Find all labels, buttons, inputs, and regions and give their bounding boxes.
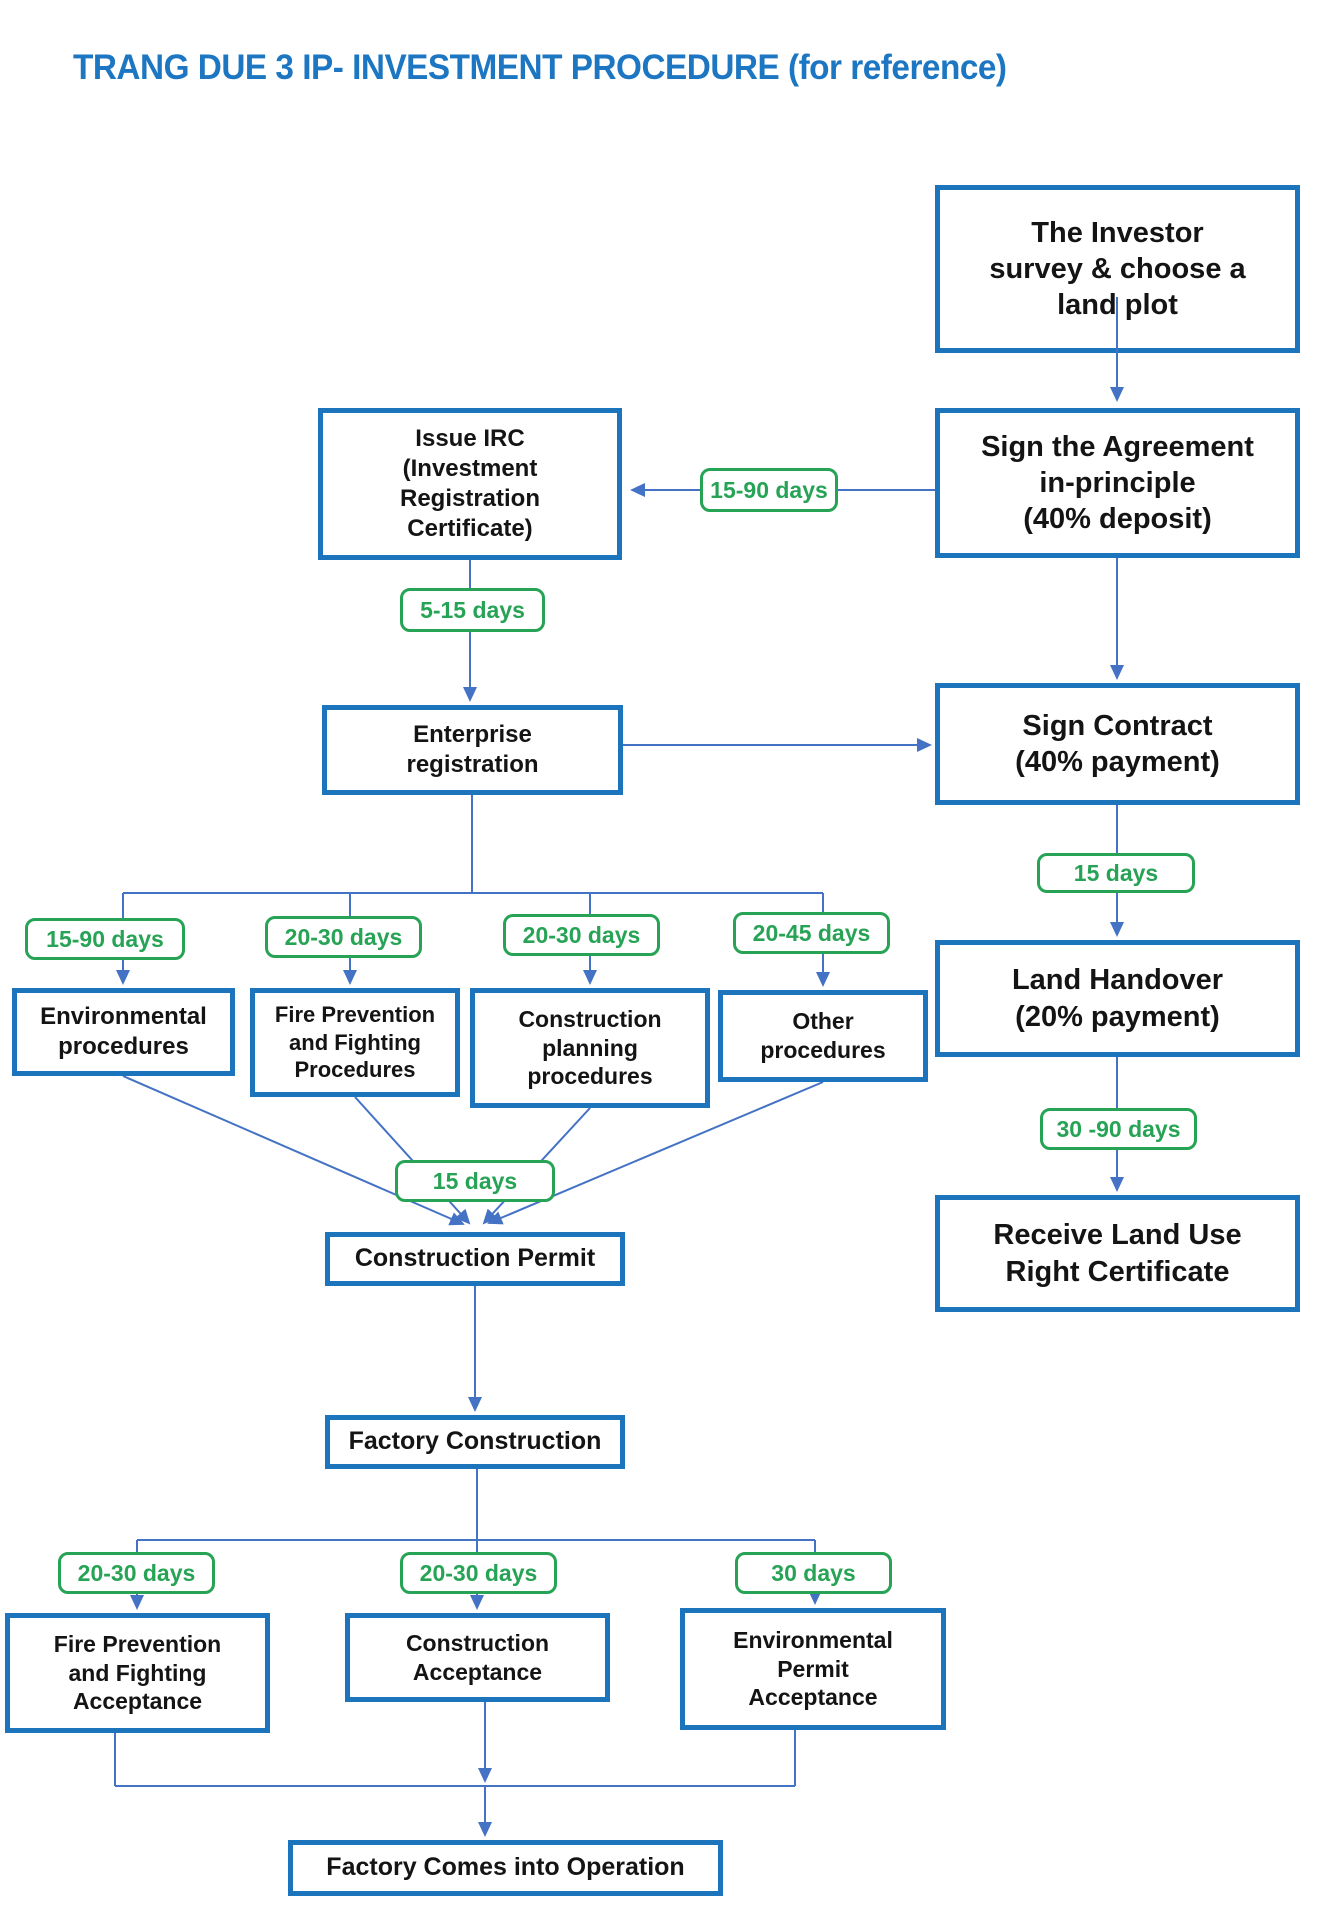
node-fire-prevention-procedures: Fire Prevention and Fighting Procedures [250,988,460,1097]
node-construction-planning-procedures: Construction planning procedures [470,988,710,1108]
duration-enterprise-registration: 5-15 days [400,588,545,632]
duration-handover-to-certificate: 30 -90 days [1040,1108,1197,1150]
node-sign-agreement: Sign the Agreement in-principle (40% dep… [935,408,1300,558]
node-land-handover: Land Handover (20% payment) [935,940,1300,1057]
duration-environmental-acceptance: 30 days [735,1552,892,1594]
duration-construction-permit: 15 days [395,1160,555,1202]
duration-irc-processing: 15-90 days [700,468,838,512]
duration-contract-to-handover: 15 days [1037,853,1195,893]
node-receive-certificate: Receive Land Use Right Certificate [935,1195,1300,1312]
node-investor-survey: The Investor survey & choose a land plot [935,185,1300,353]
duration-environmental: 15-90 days [25,918,185,960]
node-sign-contract: Sign Contract (40% payment) [935,683,1300,805]
node-factory-operation: Factory Comes into Operation [288,1840,723,1896]
duration-fire-acceptance: 20-30 days [58,1552,215,1594]
duration-construction-acceptance: 20-30 days [400,1552,557,1594]
duration-construction-planning: 20-30 days [503,914,660,956]
page-title: TRANG DUE 3 IP- INVESTMENT PROCEDURE (fo… [73,48,1007,88]
node-environmental-procedures: Environmental procedures [12,988,235,1076]
node-fire-fighting-acceptance: Fire Prevention and Fighting Acceptance [5,1613,270,1733]
duration-other: 20-45 days [733,912,890,954]
duration-fire-prevention: 20-30 days [265,916,422,958]
node-issue-irc: Issue IRC (Investment Registration Certi… [318,408,622,560]
node-enterprise-registration: Enterprise registration [322,705,623,795]
node-environmental-permit-acceptance: Environmental Permit Acceptance [680,1608,946,1730]
node-construction-permit: Construction Permit [325,1232,625,1286]
node-construction-acceptance: Construction Acceptance [345,1613,610,1702]
node-factory-construction: Factory Construction [325,1415,625,1469]
node-other-procedures: Other procedures [718,990,928,1082]
